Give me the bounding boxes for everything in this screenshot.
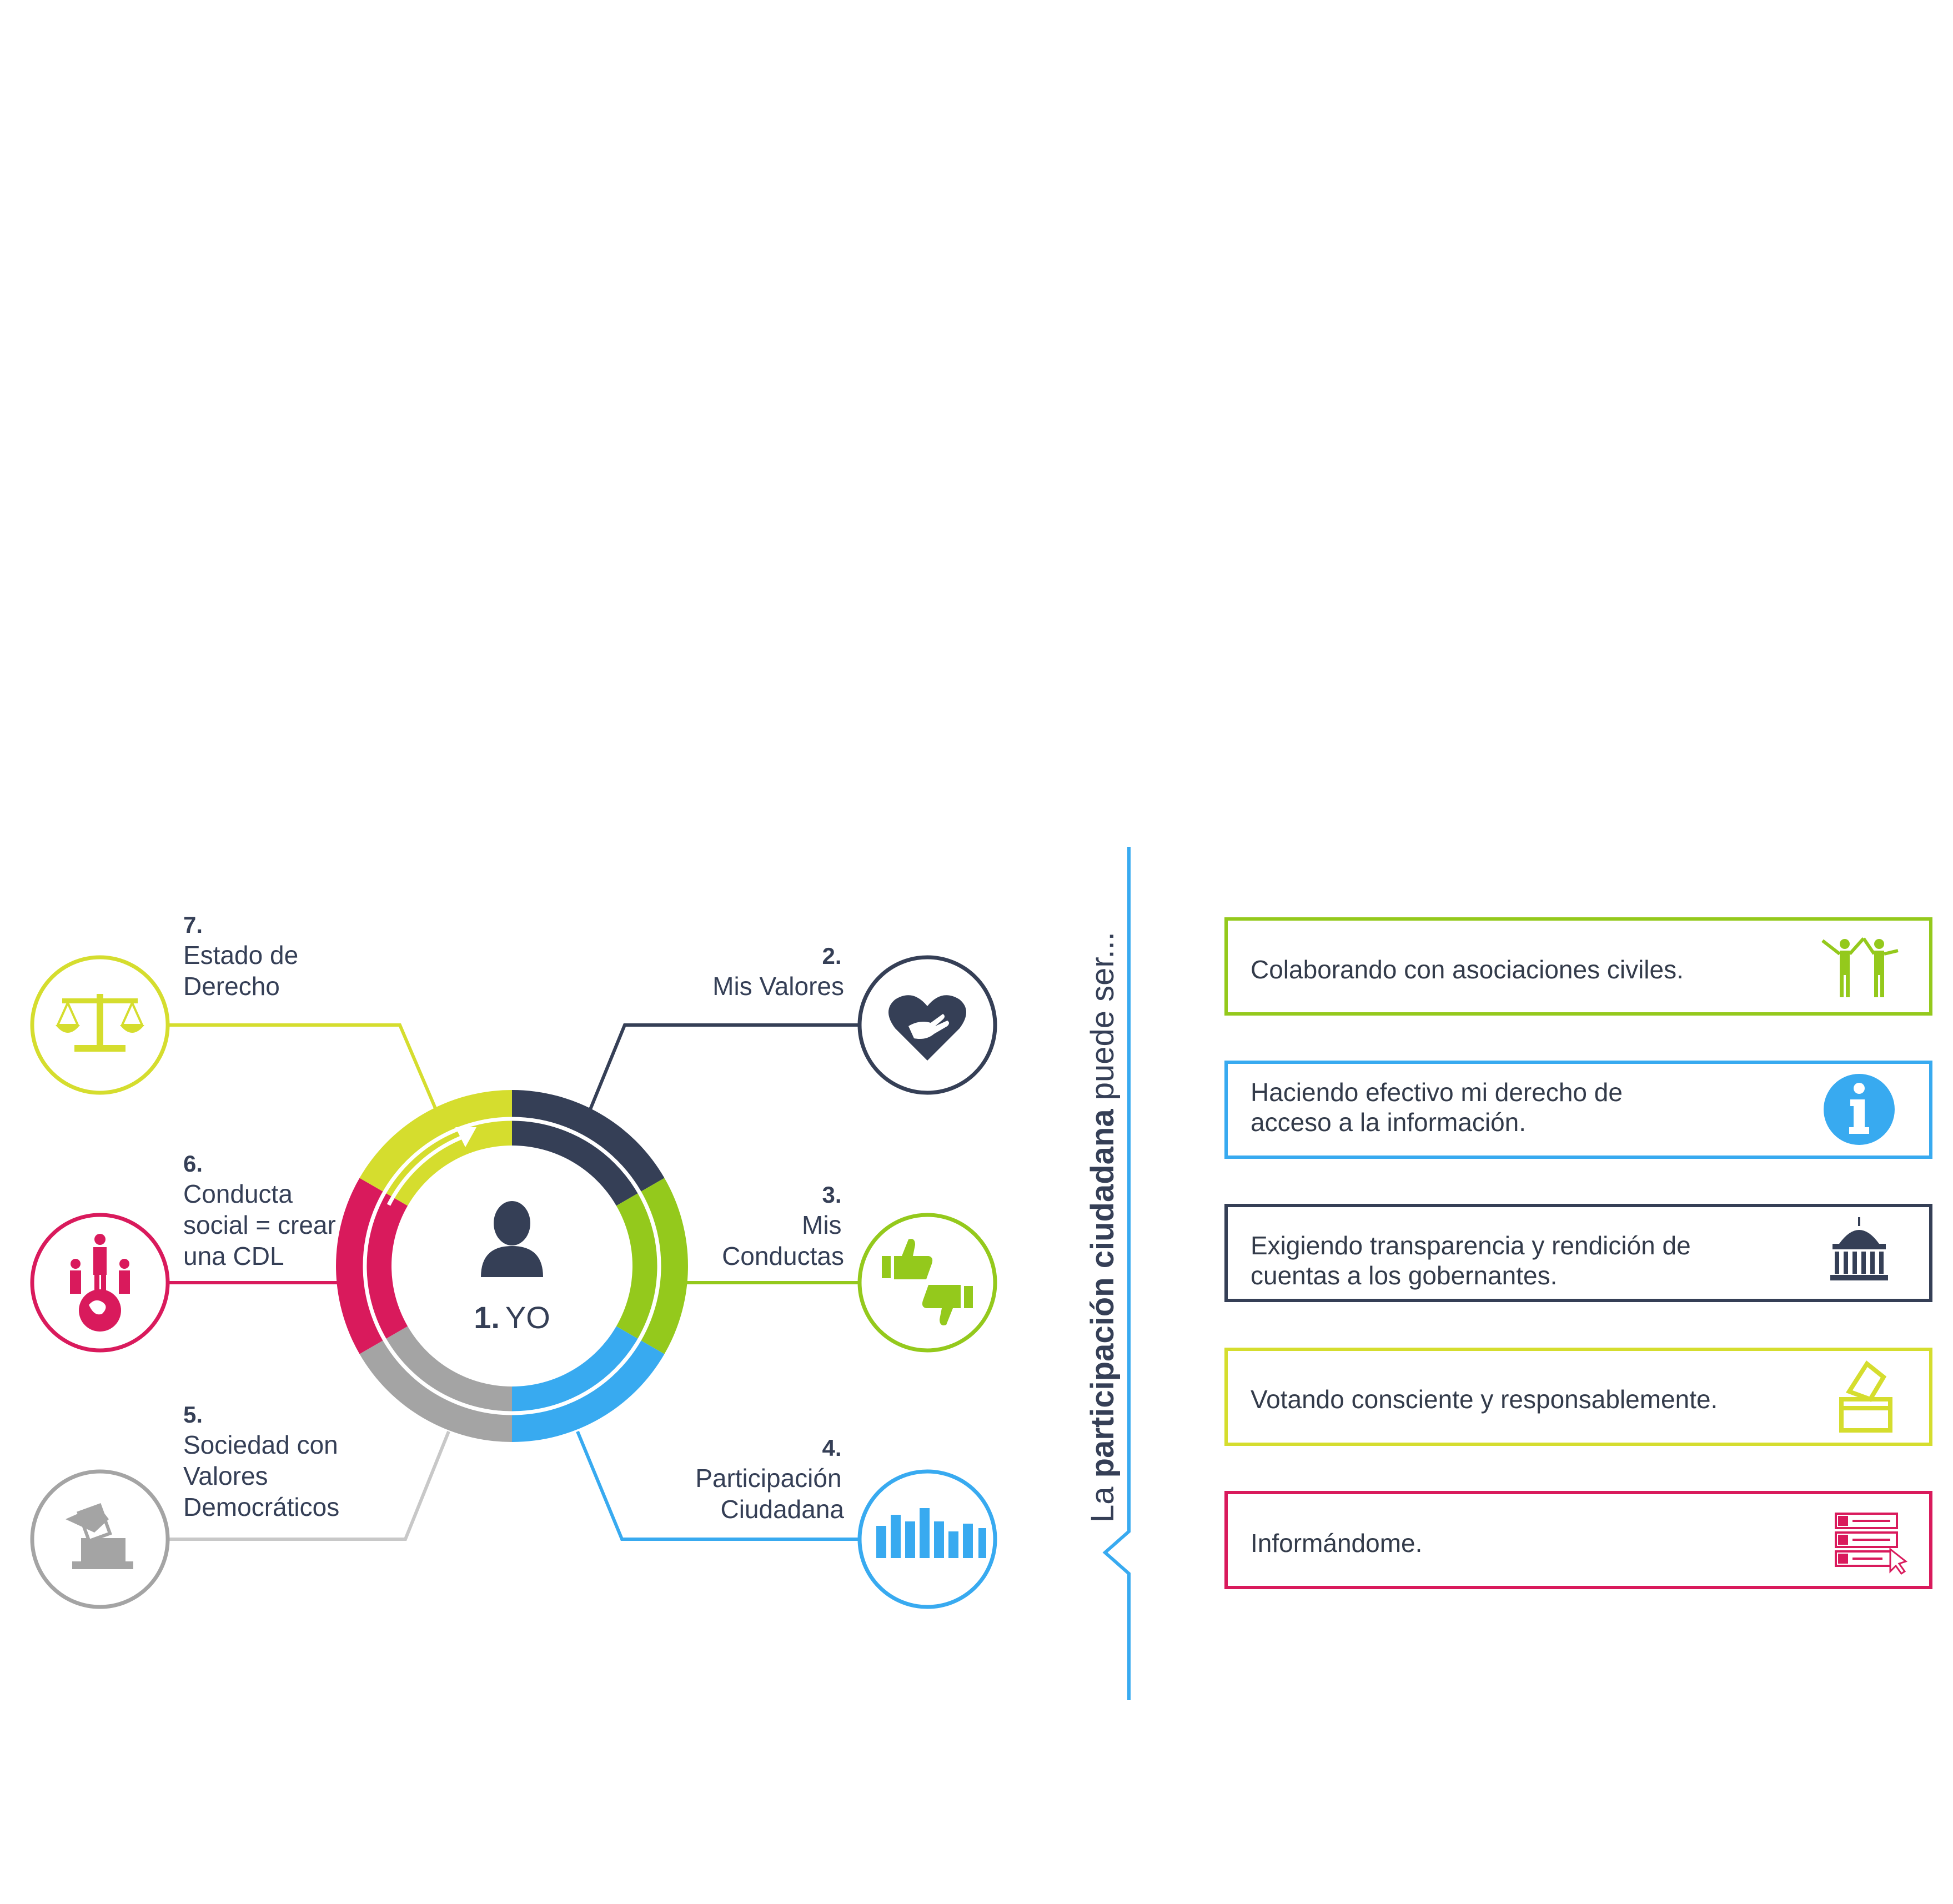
info-icon <box>1824 1074 1895 1145</box>
thumbs-up-down-icon <box>882 1239 973 1325</box>
ring-segment-navy <box>512 1090 665 1206</box>
ring-segment-green <box>616 1178 688 1354</box>
center-label: 1.YO <box>474 1300 550 1335</box>
node-6-label: 6. Conducta social = crear una CDL <box>183 1151 338 1270</box>
heading-bracket <box>1102 847 1131 1700</box>
cycle-arrowhead <box>455 1127 476 1147</box>
connector-2 <box>586 1023 860 1117</box>
ballot-box-hand-icon <box>66 1503 133 1569</box>
node-7-label: 7. Estado de Derecho <box>183 912 301 1001</box>
ring-segment-magenta <box>336 1178 408 1354</box>
section-heading: La participación ciudadana puede ser... <box>1085 932 1121 1523</box>
people-globe-icon <box>70 1234 130 1332</box>
ring-inner-track <box>363 1117 661 1415</box>
node-2-label: 2. Mis Valores <box>712 943 844 1001</box>
ballot-box-icon <box>1839 1360 1892 1433</box>
node-4-label: 4. Participación Ciudadana <box>695 1435 844 1524</box>
connector-7 <box>169 1023 440 1117</box>
ring-segment-blue <box>512 1326 665 1442</box>
card-2 <box>1224 1061 1932 1159</box>
card-4-text: Votando consciente y responsablemente. <box>1251 1385 1718 1414</box>
person-icon <box>481 1201 543 1277</box>
question-list-icon <box>1835 1513 1908 1575</box>
capitol-building-icon <box>1830 1217 1888 1280</box>
card-2-text: Haciendo efectivo mi derecho de acceso a… <box>1251 1078 1630 1137</box>
connector-4 <box>576 1430 860 1541</box>
cycle-arrow-icon <box>386 1133 468 1206</box>
center-ring: 1.YO <box>336 1090 688 1442</box>
card-3-text: Exigiendo transparencia y rendición de c… <box>1251 1231 1698 1290</box>
card-1-text: Colaborando con asociaciones civiles. <box>1251 955 1684 984</box>
ring-segment-yellow <box>359 1090 512 1206</box>
card-3 <box>1224 1204 1932 1302</box>
node-6-circle <box>30 1213 170 1353</box>
card-1 <box>1224 917 1932 1016</box>
heart-hand-icon <box>888 995 966 1061</box>
node-5-label: 5. Sociedad con Valores Democráticos <box>183 1401 340 1521</box>
card-5 <box>1224 1491 1932 1589</box>
connector-lines <box>169 1023 860 1541</box>
card-4 <box>1224 1348 1932 1446</box>
raised-hands-icon <box>876 1508 986 1558</box>
card-5-text: Informándome. <box>1251 1529 1422 1558</box>
node-3-label: 3. Mis Conductas <box>722 1182 844 1270</box>
node-3-circle <box>857 1213 997 1353</box>
people-cooperation-icon <box>1821 937 1899 997</box>
scales-icon <box>56 994 144 1052</box>
ring-segment-gray <box>359 1326 512 1442</box>
connector-5 <box>169 1430 450 1541</box>
